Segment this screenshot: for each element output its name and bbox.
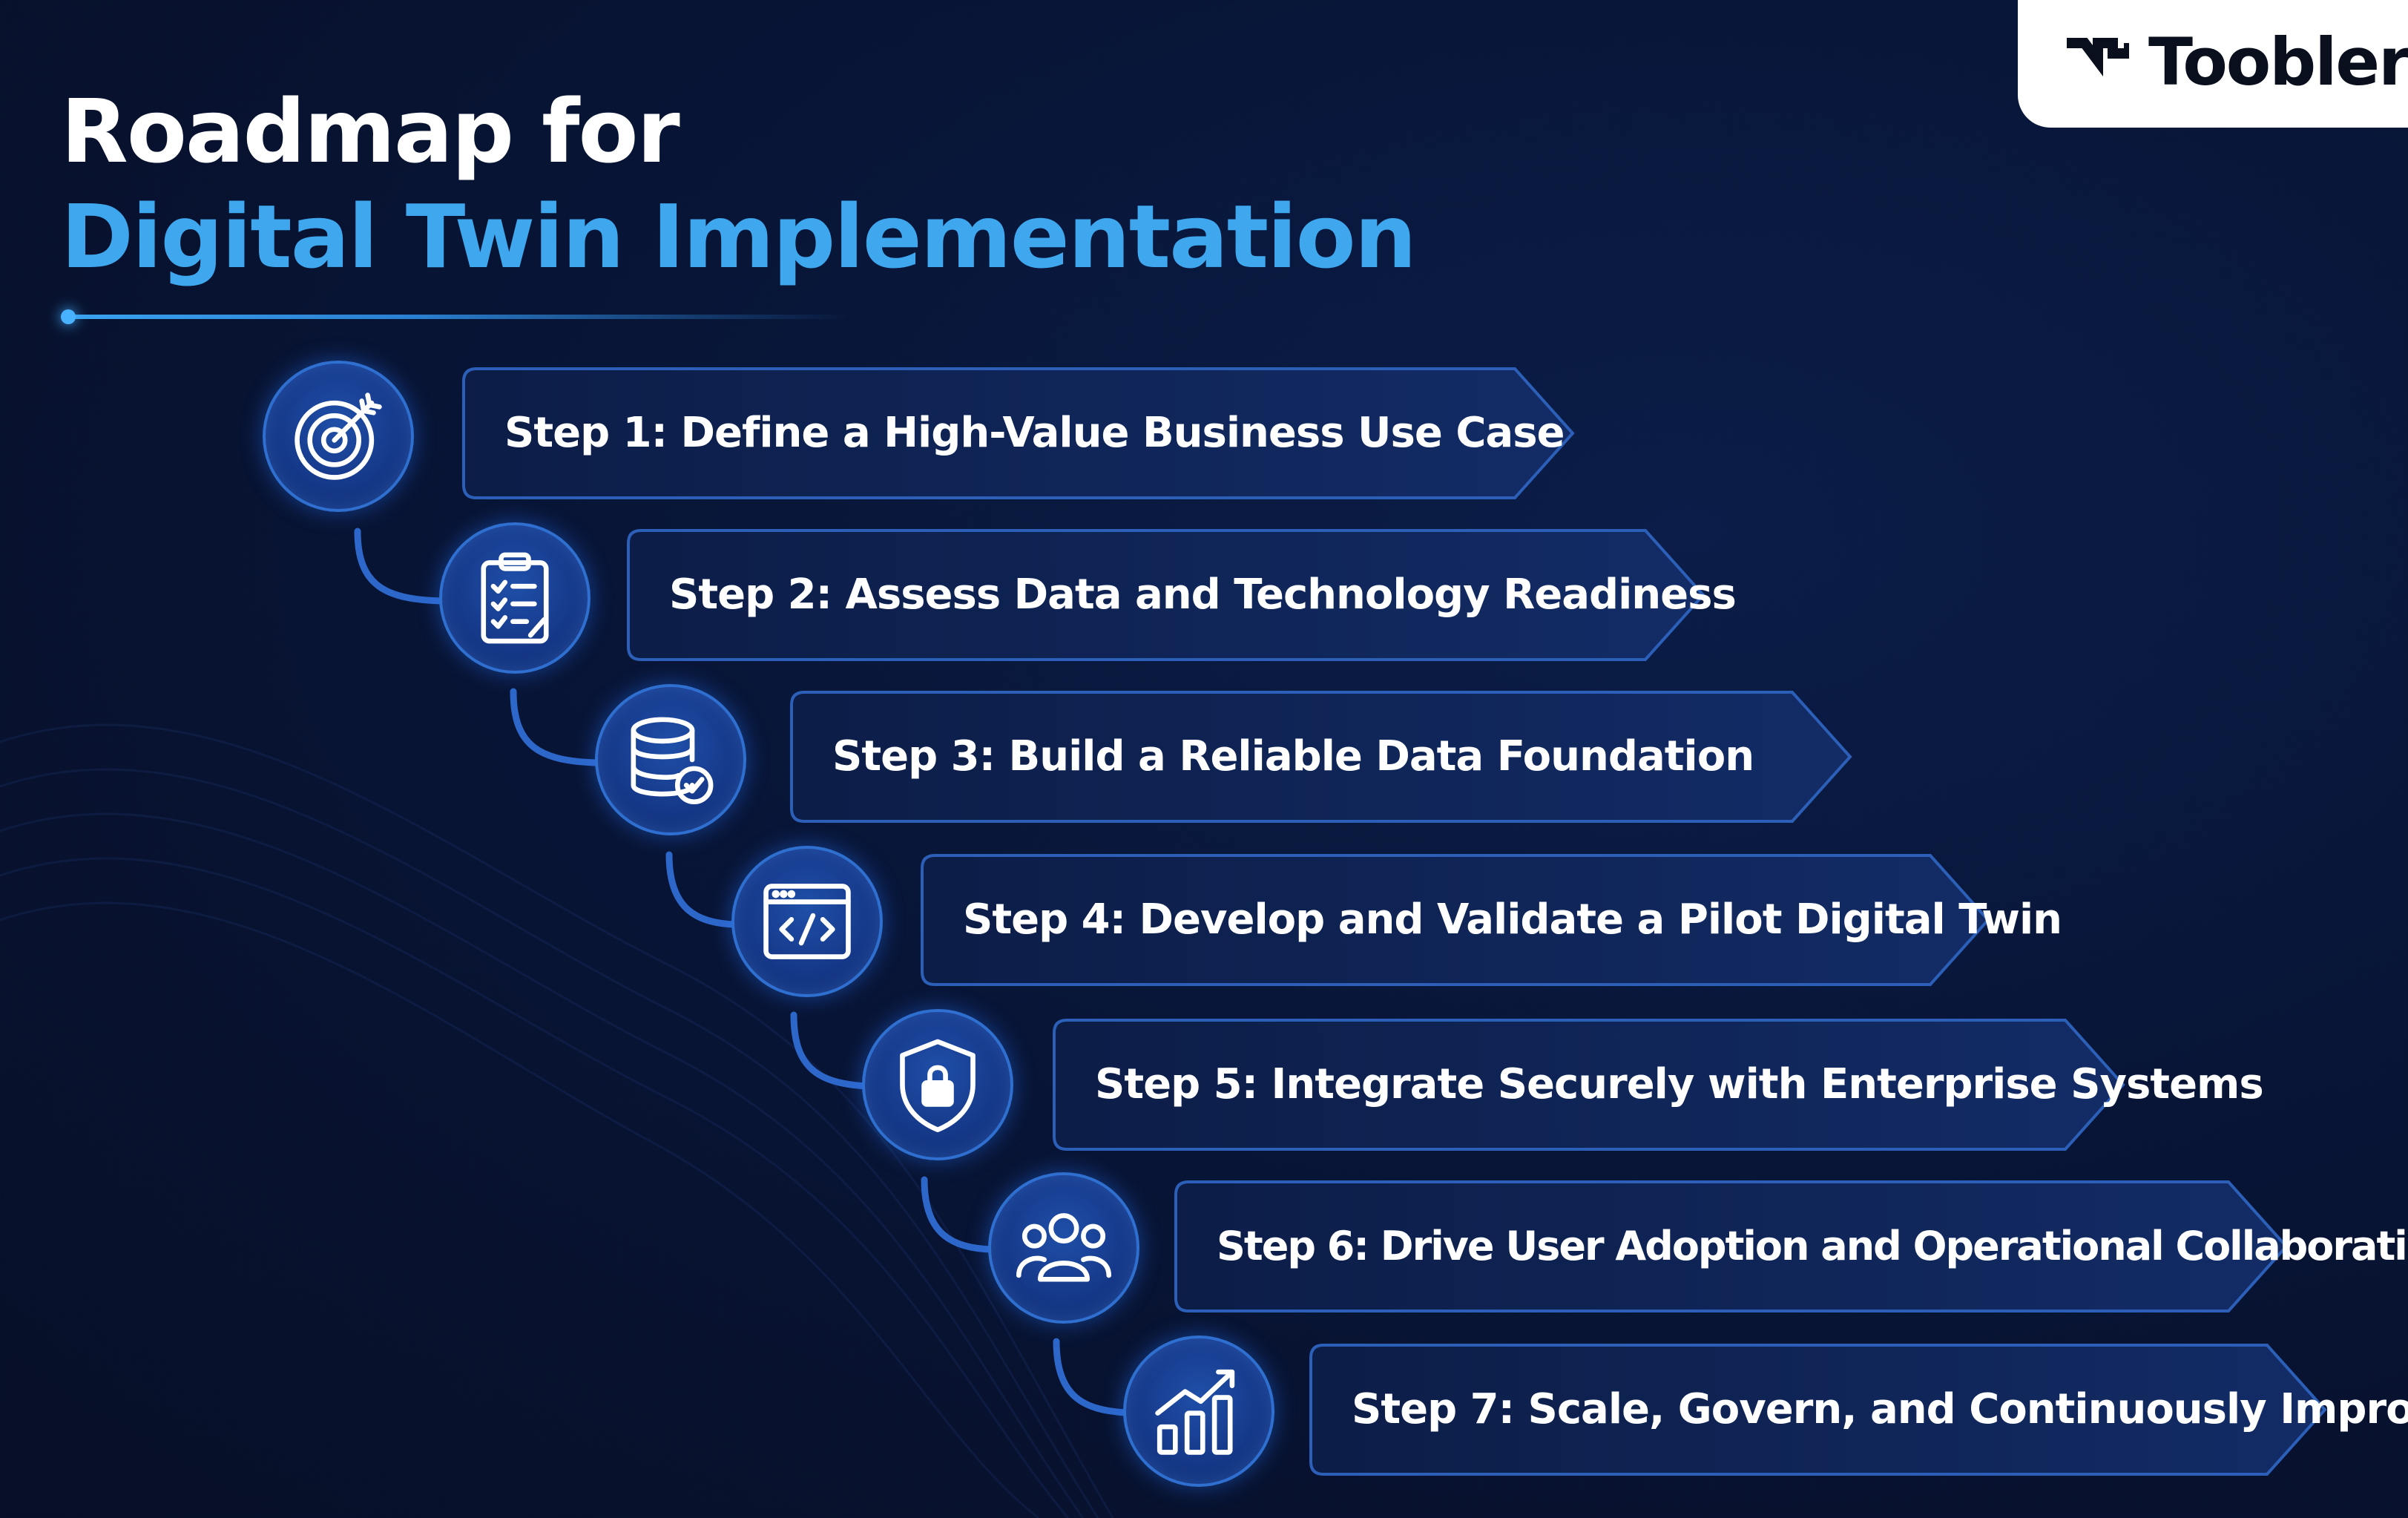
users-group-icon <box>1016 1213 1112 1282</box>
step-4-circle <box>731 846 883 997</box>
page-title-line2: Digital Twin Implementation <box>61 185 1417 288</box>
shield-lock-icon <box>900 1039 976 1133</box>
database-check-icon <box>631 717 714 805</box>
brand-name: Toobler <box>2148 24 2408 100</box>
step-2-banner: Step 2: Assess Data and Technology Readi… <box>626 528 1737 662</box>
step-2-circle <box>439 522 591 674</box>
step-3-banner: Step 3: Build a Reliable Data Foundation <box>789 690 1853 824</box>
step-2-label: Step 2: Assess Data and Technology Readi… <box>669 571 1737 619</box>
step-6-label: Step 6: Drive User Adoption and Operatio… <box>1217 1223 2408 1269</box>
title-underline <box>64 315 850 319</box>
step-3-circle <box>595 684 746 835</box>
step-5-banner: Step 5: Integrate Securely with Enterpri… <box>1052 1018 2264 1151</box>
growth-chart-icon <box>1155 1369 1235 1455</box>
step-7-label: Step 7: Scale, Govern, and Continuously … <box>1352 1385 2408 1433</box>
step-1-banner: Step 1: Define a High-Value Business Use… <box>461 367 1576 500</box>
step-3-label: Step 3: Build a Reliable Data Foundation <box>832 732 1754 781</box>
step-4-banner: Step 4: Develop and Validate a Pilot Dig… <box>920 853 2062 987</box>
target-icon <box>295 392 382 480</box>
step-6-banner: Step 6: Drive User Adoption and Operatio… <box>1174 1180 2408 1313</box>
step-1-circle <box>263 361 414 512</box>
code-window-icon <box>763 884 851 959</box>
title-underline-dot <box>61 309 76 324</box>
step-5-label: Step 5: Integrate Securely with Enterpri… <box>1095 1060 2264 1108</box>
step-7-circle <box>1123 1335 1274 1487</box>
step-6-circle <box>988 1172 1139 1324</box>
page-title-line1: Roadmap for <box>61 80 680 183</box>
toobler-logo-icon <box>2067 38 2129 76</box>
clipboard-checklist-icon <box>481 552 549 644</box>
step-7-banner: Step 7: Scale, Govern, and Continuously … <box>1309 1343 2408 1476</box>
step-5-circle <box>862 1009 1013 1160</box>
step-4-label: Step 4: Develop and Validate a Pilot Dig… <box>963 896 2062 944</box>
step-1-label: Step 1: Define a High-Value Business Use… <box>504 409 1565 457</box>
brand-logo: Toobler <box>2018 0 2408 128</box>
